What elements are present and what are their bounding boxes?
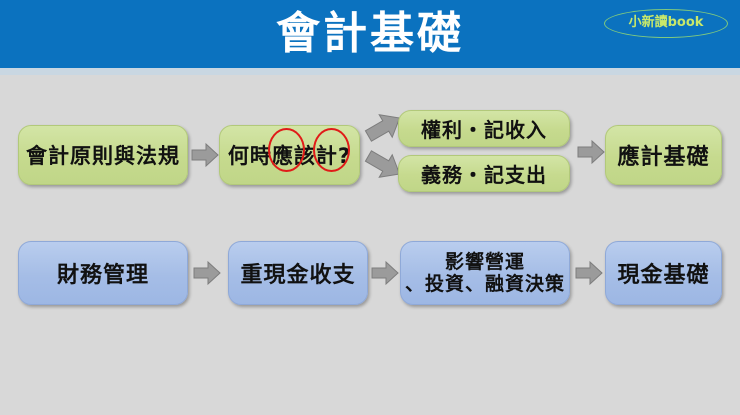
arrow-right-row2-3 (575, 260, 603, 286)
page-title: 會計基礎 (276, 8, 464, 59)
box-rights-record-revenue[interactable]: 權利・記收入 (398, 110, 570, 147)
arrow-right-row2-1 (193, 260, 221, 286)
box-accrual-basis[interactable]: 應計基礎 (605, 125, 722, 185)
arrow-right-row1-1 (191, 142, 219, 168)
box-label: 應計基礎 (617, 145, 710, 170)
box-label: 財務管理 (56, 263, 149, 288)
annotation-circle-ji (313, 128, 350, 172)
arrow-right-row2-2 (371, 260, 399, 286)
box-cash-receipts-payments[interactable]: 重現金收支 (228, 241, 368, 305)
box-label: 義務・記支出 (421, 163, 547, 187)
arrow-branch-down (364, 146, 404, 184)
box-label: 權利・記收入 (421, 118, 547, 142)
box-label: 重現金收支 (240, 263, 356, 288)
box-label: 會計原則與法規 (26, 144, 180, 168)
box-accounting-principles[interactable]: 會計原則與法規 (18, 125, 188, 185)
box-obligations-record-expense[interactable]: 義務・記支出 (398, 155, 570, 192)
box-label: 影響營運 、投資、融資決策 (404, 250, 565, 295)
brand-logo: 小新讀book (604, 9, 728, 38)
title-bar (0, 0, 740, 68)
box-cash-basis[interactable]: 現金基礎 (605, 241, 722, 305)
annotation-circle-ying (268, 128, 305, 172)
box-financial-management[interactable]: 財務管理 (18, 241, 188, 305)
box-label: 現金基礎 (617, 263, 710, 288)
arrow-right-row1-2 (577, 139, 605, 165)
title-bar-underline (0, 68, 740, 75)
box-decision-impact[interactable]: 影響營運 、投資、融資決策 (400, 241, 570, 305)
arrow-branch-up (364, 108, 404, 146)
